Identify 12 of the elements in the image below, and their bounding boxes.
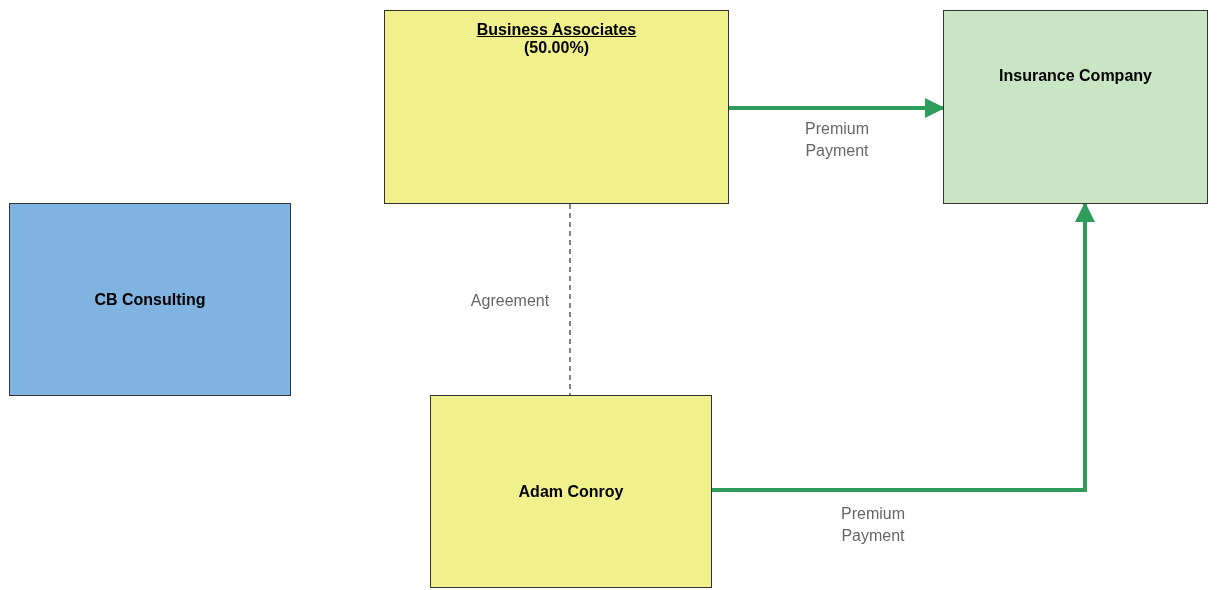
entity-box — [943, 10, 1208, 204]
node-subtitle: (50.00%) — [524, 39, 589, 57]
node-title: Business Associates — [476, 21, 637, 39]
dashed-connector — [569, 203, 571, 396]
entity-box — [9, 203, 291, 396]
node-title: Insurance Company — [999, 67, 1152, 85]
node-title: Adam Conroy — [518, 482, 624, 501]
entity-box — [384, 10, 729, 204]
entity-box — [430, 395, 712, 588]
arrow — [729, 98, 945, 118]
arrow — [712, 202, 1095, 492]
node-title: CB Consulting — [94, 290, 206, 309]
